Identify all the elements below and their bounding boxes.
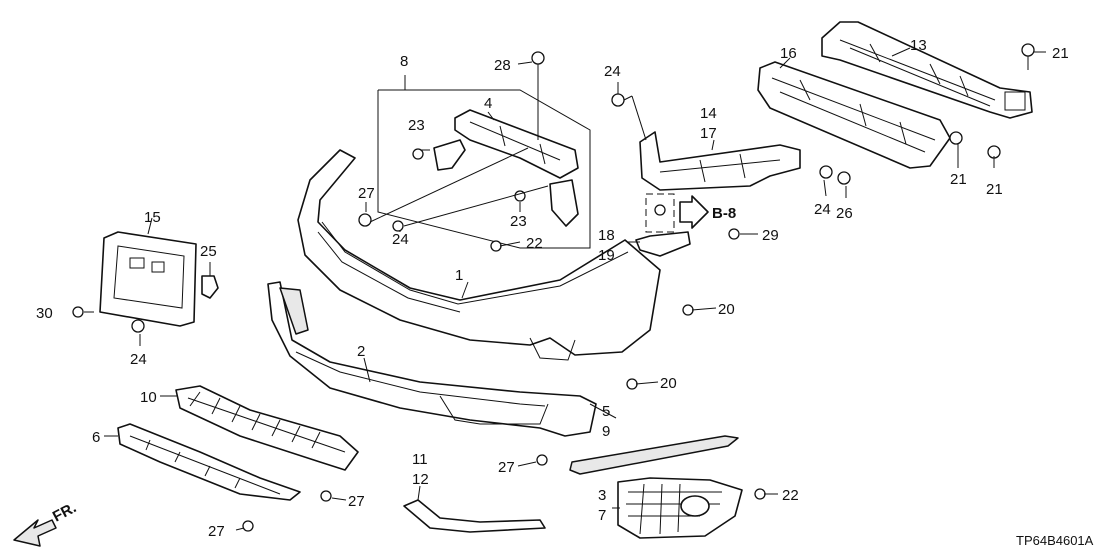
callout-23-b: 23 [510,213,527,230]
callout-13: 13 [910,37,927,54]
part-16-absorber [757,61,951,169]
callout-2: 2 [357,343,365,360]
callout-21-c: 21 [986,181,1003,198]
part-10-lower-grille [175,385,359,471]
part-6-skid-plate [117,423,301,501]
callout-24-a: 24 [604,63,621,80]
callout-16: 16 [780,45,797,62]
front-direction-label: FR. [50,499,79,525]
group-8-outline [377,89,591,249]
callout-22-a: 22 [526,235,543,252]
part-14-side-bracket [639,131,801,191]
callout-23-a: 23 [408,117,425,134]
callout-4: 4 [484,95,492,112]
reference-label: B-8 [712,205,736,222]
callout-27-b: 27 [498,459,515,476]
callout-17: 17 [700,125,717,142]
part-4-center-bracket [454,109,579,179]
part-11-fog-garnish [403,499,546,533]
callout-numbers: 1 2 3 4 5 6 7 8 9 10 11 12 13 14 15 16 1… [36,37,1069,540]
part-15-license-bracket [99,231,197,327]
callout-27-a: 27 [358,185,375,202]
part-25-clip [201,275,219,299]
part-23-bracket-b [549,179,579,227]
front-direction-arrow-icon [13,519,57,547]
part-1-bumper-cover [297,149,661,361]
callout-21-b: 21 [950,171,967,188]
part-5-garnish-strip [569,435,739,475]
callout-3: 3 [598,487,606,504]
callout-27-c: 27 [348,493,365,510]
part-3-fog-grille [617,477,743,539]
leader-lines [84,47,1046,531]
callout-24-c: 24 [814,201,831,218]
callout-21-a: 21 [1052,45,1069,62]
part-23-bracket-a [433,139,466,171]
callout-25: 25 [200,243,217,260]
reference-arrow-icon [679,195,709,229]
part-18-small-bracket [635,231,691,257]
callout-5: 5 [602,403,610,420]
callout-14: 14 [700,105,717,122]
callout-20-b: 20 [660,375,677,392]
reference-box [645,193,675,233]
callout-24-b: 24 [392,231,409,248]
callout-15: 15 [144,209,161,226]
fasteners [72,43,1035,532]
callout-10: 10 [140,389,157,406]
callout-1: 1 [455,267,463,284]
callout-19: 19 [598,247,615,264]
callout-9: 9 [602,423,610,440]
callout-8: 8 [400,53,408,70]
callout-20-a: 20 [718,301,735,318]
callout-30: 30 [36,305,53,322]
part-13-bumper-beam [821,21,1033,119]
callout-26: 26 [836,205,853,222]
part-2-lower-bumper [267,281,597,437]
drawing-code: TP64B4601A [1016,533,1094,548]
callout-28: 28 [494,57,511,74]
callout-11: 11 [412,451,428,468]
callout-6: 6 [92,429,100,446]
callout-18: 18 [598,227,615,244]
callout-7: 7 [598,507,606,524]
callout-12: 12 [412,471,429,488]
callout-29: 29 [762,227,779,244]
callout-22-b: 22 [782,487,799,504]
callout-24-d: 24 [130,351,147,368]
callout-27-d: 27 [208,523,225,540]
